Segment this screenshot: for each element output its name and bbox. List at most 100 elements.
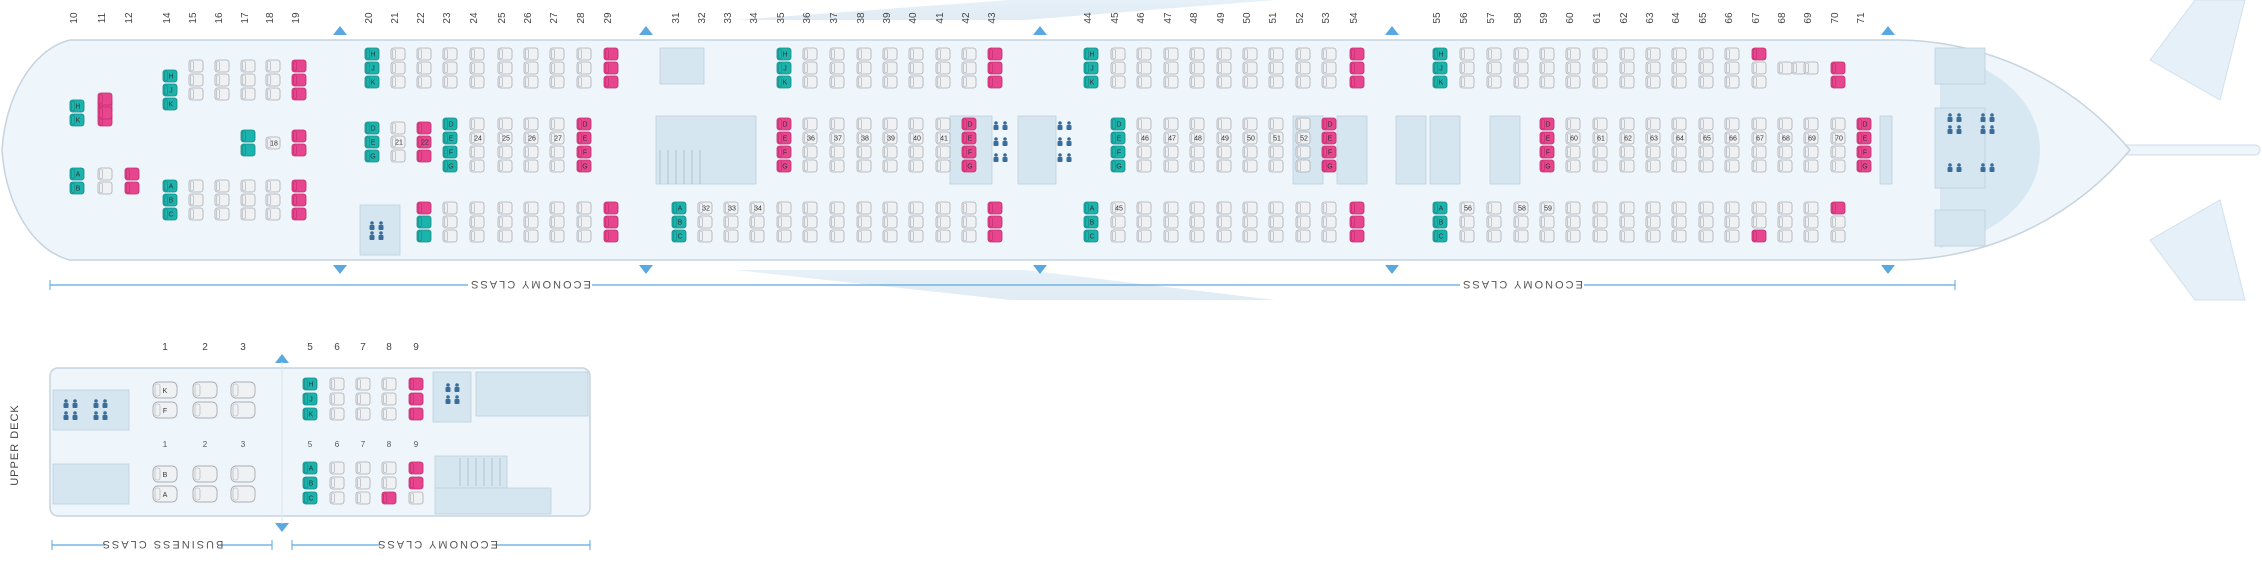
seat[interactable]	[829, 159, 845, 173]
seat[interactable]	[1751, 61, 1767, 75]
seat[interactable]	[97, 106, 113, 120]
seat[interactable]	[1163, 117, 1179, 131]
seat[interactable]	[802, 145, 818, 159]
seat[interactable]	[381, 407, 397, 421]
seat[interactable]	[497, 215, 513, 229]
seat[interactable]	[1777, 215, 1793, 229]
seat[interactable]	[776, 229, 792, 243]
seat[interactable]	[1083, 215, 1099, 229]
seat[interactable]	[856, 159, 872, 173]
seat[interactable]	[1242, 117, 1258, 131]
seat[interactable]	[1724, 61, 1740, 75]
seat[interactable]	[1216, 47, 1232, 61]
seat[interactable]	[1295, 201, 1311, 215]
seat[interactable]	[1432, 215, 1448, 229]
seat[interactable]	[1268, 47, 1284, 61]
seat[interactable]	[1645, 145, 1661, 159]
seat[interactable]	[469, 215, 485, 229]
seat[interactable]	[1856, 145, 1872, 159]
seat[interactable]	[265, 136, 281, 150]
seat[interactable]	[497, 117, 513, 131]
seat[interactable]	[124, 167, 140, 181]
business-seat[interactable]	[192, 401, 218, 419]
seat[interactable]	[1565, 229, 1581, 243]
seat[interactable]	[576, 47, 592, 61]
seat[interactable]	[1619, 75, 1635, 89]
seat[interactable]	[390, 121, 406, 135]
seat[interactable]	[1513, 61, 1529, 75]
seat[interactable]	[1349, 215, 1365, 229]
seat[interactable]	[1216, 215, 1232, 229]
business-seat[interactable]	[192, 485, 218, 503]
seat[interactable]	[882, 159, 898, 173]
seat[interactable]	[240, 193, 256, 207]
seat[interactable]	[1242, 215, 1258, 229]
seat[interactable]	[1751, 47, 1767, 61]
seat[interactable]	[162, 193, 178, 207]
seat[interactable]	[1242, 229, 1258, 243]
seat[interactable]	[935, 145, 951, 159]
seat[interactable]	[214, 59, 230, 73]
seat[interactable]	[723, 229, 739, 243]
seat[interactable]	[1539, 117, 1555, 131]
seat[interactable]	[1163, 145, 1179, 159]
seat[interactable]	[1645, 131, 1661, 145]
seat[interactable]	[1592, 215, 1608, 229]
seat[interactable]	[1486, 47, 1502, 61]
seat[interactable]	[1295, 75, 1311, 89]
seat[interactable]	[1698, 131, 1714, 145]
seat[interactable]	[1295, 159, 1311, 173]
seat[interactable]	[1268, 201, 1284, 215]
seat[interactable]	[265, 73, 281, 87]
seat[interactable]	[497, 159, 513, 173]
seat[interactable]	[1432, 47, 1448, 61]
seat[interactable]	[802, 159, 818, 173]
seat[interactable]	[1803, 131, 1819, 145]
seat[interactable]	[1136, 215, 1152, 229]
seat[interactable]	[1803, 201, 1819, 215]
seat[interactable]	[1349, 47, 1365, 61]
seat[interactable]	[1321, 215, 1337, 229]
seat[interactable]	[1136, 145, 1152, 159]
seat[interactable]	[1698, 229, 1714, 243]
seat[interactable]	[856, 215, 872, 229]
seat[interactable]	[776, 131, 792, 145]
seat[interactable]	[961, 131, 977, 145]
seat[interactable]	[390, 75, 406, 89]
seat[interactable]	[1163, 229, 1179, 243]
seat[interactable]	[1565, 145, 1581, 159]
seat[interactable]	[69, 181, 85, 195]
seat[interactable]	[416, 61, 432, 75]
seat[interactable]	[603, 215, 619, 229]
seat[interactable]	[1619, 117, 1635, 131]
seat[interactable]	[329, 461, 345, 475]
seat[interactable]	[329, 377, 345, 391]
seat[interactable]	[1592, 61, 1608, 75]
business-seat[interactable]	[192, 465, 218, 483]
seat[interactable]	[576, 159, 592, 173]
seat[interactable]	[1777, 229, 1793, 243]
seat[interactable]	[1724, 201, 1740, 215]
seat[interactable]	[1803, 229, 1819, 243]
seat[interactable]	[408, 461, 424, 475]
seat[interactable]	[1163, 159, 1179, 173]
seat[interactable]	[1803, 215, 1819, 229]
seat[interactable]	[240, 179, 256, 193]
seat[interactable]	[416, 75, 432, 89]
seat[interactable]	[1110, 159, 1126, 173]
seat[interactable]	[1698, 117, 1714, 131]
seat[interactable]	[1110, 131, 1126, 145]
seat[interactable]	[1777, 117, 1793, 131]
seat[interactable]	[442, 201, 458, 215]
seat[interactable]	[364, 47, 380, 61]
seat[interactable]	[549, 61, 565, 75]
seat[interactable]	[390, 61, 406, 75]
seat[interactable]	[802, 75, 818, 89]
seat[interactable]	[935, 215, 951, 229]
seat[interactable]	[671, 215, 687, 229]
seat[interactable]	[1321, 117, 1337, 131]
seat[interactable]	[1136, 47, 1152, 61]
seat[interactable]	[1565, 61, 1581, 75]
seat[interactable]	[1268, 61, 1284, 75]
seat[interactable]	[1856, 131, 1872, 145]
